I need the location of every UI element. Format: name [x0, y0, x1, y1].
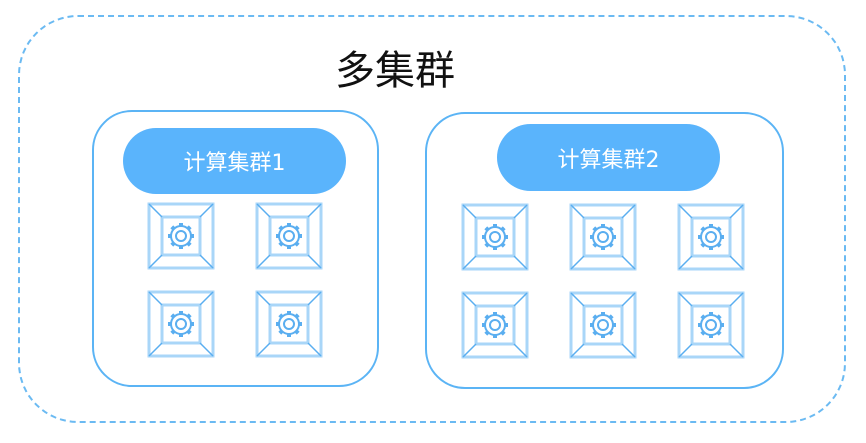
server-node-icon	[569, 291, 637, 359]
cluster-1-label: 计算集群1	[123, 128, 346, 194]
server-node-icon	[677, 291, 745, 359]
gear-icon	[698, 224, 724, 250]
cluster-2-box	[425, 112, 784, 389]
gear-icon	[698, 312, 724, 338]
gear-icon	[482, 224, 508, 250]
server-node-icon	[461, 203, 529, 271]
multi-cluster-container	[18, 15, 846, 423]
gear-icon	[168, 311, 194, 337]
server-node-icon	[255, 290, 323, 358]
diagram-title: 多集群	[335, 48, 455, 94]
server-node-icon	[255, 202, 323, 270]
cluster-1-box	[92, 110, 379, 387]
gear-icon	[168, 223, 194, 249]
gear-icon	[590, 224, 616, 250]
server-node-icon	[147, 290, 215, 358]
server-node-icon	[147, 202, 215, 270]
gear-icon	[590, 312, 616, 338]
cluster-2-label: 计算集群2	[497, 124, 720, 191]
gear-icon	[482, 312, 508, 338]
server-node-icon	[677, 203, 745, 271]
gear-icon	[276, 311, 302, 337]
gear-icon	[276, 223, 302, 249]
server-node-icon	[569, 203, 637, 271]
server-node-icon	[461, 291, 529, 359]
